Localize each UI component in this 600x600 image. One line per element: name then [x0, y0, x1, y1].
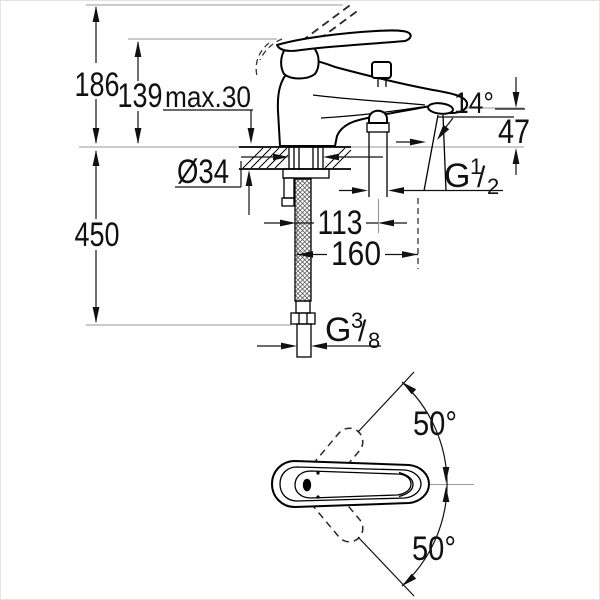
reference-lines [79, 4, 524, 326]
dim-label-hole-diameter: Ø34 [177, 153, 229, 191]
mounting-shank [288, 147, 324, 169]
faucet-top-view: 50° 50° [271, 371, 474, 597]
shower-thread-numerator: 1 [470, 154, 482, 179]
swing-angle-dimensions: 50° 50° [357, 371, 457, 597]
dim-label-hose-length: 450 [75, 216, 120, 254]
spout-crease-upper [312, 94, 426, 106]
faucet-side-view [239, 2, 469, 358]
supply-thread-slash: / [358, 315, 367, 348]
shower-thread-slash: / [477, 161, 486, 194]
handle-raised-position-dashed [255, 2, 361, 77]
dim-label-swing-down: 50° [412, 530, 456, 568]
dimensions-side-view: 186 139 max.30 450 Ø34 47 14° [75, 6, 530, 353]
handle-dot-lower [316, 495, 320, 499]
handle-lever [276, 29, 412, 52]
dim-label-deck-thickness: max.30 [165, 81, 251, 114]
supply-thread-numerator: 3 [351, 308, 363, 333]
shower-outlet-pipe [366, 109, 390, 197]
handle-plan-view [271, 460, 430, 508]
dim-label-spout-reach: 160 [331, 235, 381, 273]
handle-logo-mark [302, 478, 312, 492]
handle-dot-upper [316, 471, 320, 475]
supply-thread-letter: G [325, 311, 351, 349]
dim-label-hose-to-shower-outlet: 113 [318, 204, 363, 242]
supply-hose [290, 178, 316, 358]
dim-label-body-height: 139 [118, 77, 163, 115]
shower-thread-letter: G [444, 157, 470, 195]
fixing-hardware [281, 168, 330, 207]
supply-thread-denominator: 8 [368, 328, 380, 353]
dim-supply-thread: G 3 / 8 [257, 308, 381, 353]
shower-thread-denominator: 2 [487, 174, 499, 199]
dim-label-spout-angle: 14° [454, 87, 494, 120]
dim-label-total-height: 186 [75, 66, 120, 104]
dim-label-swing-up: 50° [413, 405, 457, 443]
diverter-knob [371, 61, 392, 87]
spout-outlet [427, 102, 454, 115]
dim-label-spout-height: 47 [498, 113, 530, 151]
dim-shower-thread: G 1 / 2 [339, 154, 503, 199]
